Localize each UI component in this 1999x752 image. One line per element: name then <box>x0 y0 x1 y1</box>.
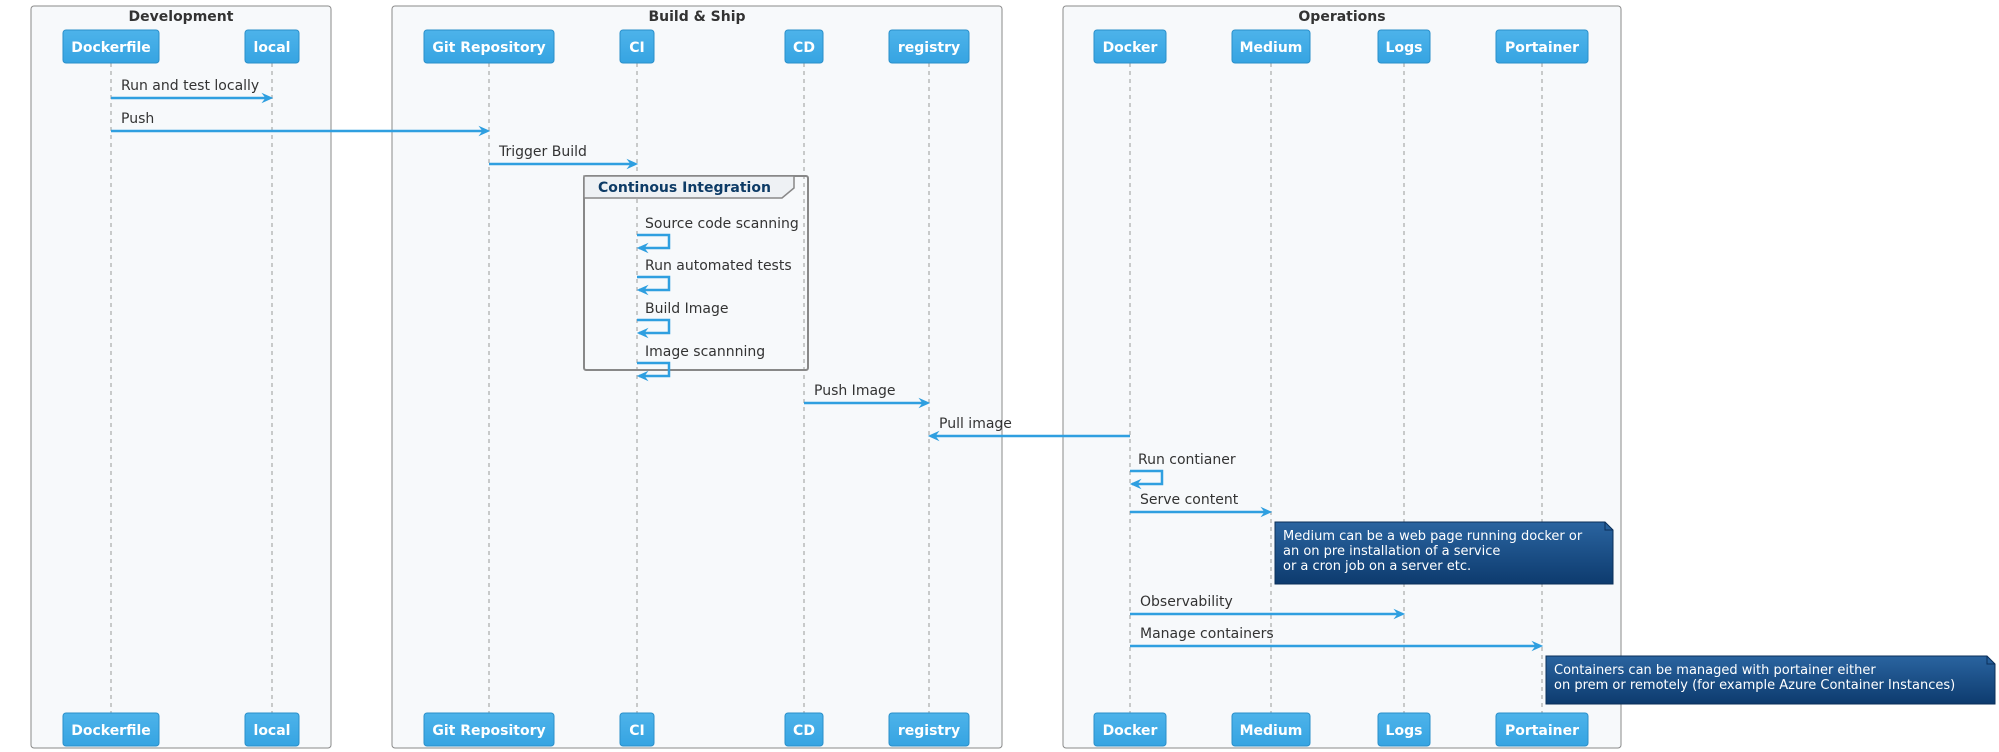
participant-portainer-top[interactable]: Portainer <box>1495 29 1589 64</box>
message-label: Serve content <box>1140 492 1239 508</box>
participant-label: registry <box>898 40 960 56</box>
participant-ci-bottom[interactable]: CI <box>619 712 655 747</box>
participant-label: Dockerfile <box>71 40 151 56</box>
participant-dockerfile-top[interactable]: Dockerfile <box>62 29 160 64</box>
participant-portainer-bottom[interactable]: Portainer <box>1495 712 1589 747</box>
message-9: Run contianer <box>1129 452 1236 490</box>
participant-label: Portainer <box>1505 40 1579 56</box>
note-medium-note: Medium can be a web page running docker … <box>1274 521 1614 585</box>
participant-label: registry <box>898 723 960 739</box>
participant-label: Logs <box>1386 723 1423 739</box>
participant-label: local <box>254 723 291 739</box>
message-5: Build Image <box>636 301 728 339</box>
participant-label: Medium <box>1240 40 1303 56</box>
participant-medium-bottom[interactable]: Medium <box>1231 712 1311 747</box>
participant-label: local <box>254 40 291 56</box>
message-7: Push Image <box>804 383 931 409</box>
participant-label: CI <box>629 723 644 739</box>
note-line: an on pre installation of a service <box>1283 544 1500 559</box>
self-arrow <box>1130 469 1164 486</box>
participant-label: Git Repository <box>432 40 545 56</box>
note-line: or a cron job on a server etc. <box>1283 559 1471 574</box>
participant-docker-top[interactable]: Docker <box>1093 29 1167 64</box>
self-arrow <box>637 275 671 292</box>
note-line: on prem or remotely (for example Azure C… <box>1554 678 1955 693</box>
message-10: Serve content <box>1130 492 1273 518</box>
participant-registry-top[interactable]: registry <box>888 29 970 64</box>
participant-label: Portainer <box>1505 723 1579 739</box>
message-label: Push Image <box>814 383 896 399</box>
note-line: Medium can be a web page running docker … <box>1283 529 1583 544</box>
participant-label: Medium <box>1240 723 1303 739</box>
box-title-ops: Operations <box>1298 9 1385 25</box>
participant-git-top[interactable]: Git Repository <box>423 29 555 64</box>
message-label: Build Image <box>645 301 728 317</box>
participant-cd-top[interactable]: CD <box>784 29 824 64</box>
box-dev: Development <box>30 5 332 749</box>
participant-docker-bottom[interactable]: Docker <box>1093 712 1167 747</box>
participant-label: Dockerfile <box>71 723 151 739</box>
message-label: Run and test locally <box>121 78 259 94</box>
box-build: Build & Ship <box>391 5 1003 749</box>
box-title-build: Build & Ship <box>648 9 745 25</box>
participant-label: CI <box>629 40 644 56</box>
participant-logs-top[interactable]: Logs <box>1377 29 1431 64</box>
box-title-dev: Development <box>129 9 234 25</box>
participant-git-bottom[interactable]: Git Repository <box>423 712 555 747</box>
participant-label: Git Repository <box>432 723 545 739</box>
participant-medium-top[interactable]: Medium <box>1231 29 1311 64</box>
self-arrow <box>637 318 671 335</box>
message-label: Manage containers <box>1140 626 1274 642</box>
message-label: Image scannning <box>645 344 765 360</box>
participant-dockerfile-bottom[interactable]: Dockerfile <box>62 712 160 747</box>
participant-label: CD <box>793 723 815 739</box>
message-2: Trigger Build <box>489 144 639 170</box>
message-6: Image scannning <box>636 344 765 382</box>
note-portainer-note: Containers can be managed with portainer… <box>1545 655 1996 705</box>
participant-local-top[interactable]: local <box>244 29 300 64</box>
group-continuous-integration: Continous Integration <box>583 175 809 371</box>
message-label: Pull image <box>939 416 1012 432</box>
message-8: Pull image <box>927 416 1130 442</box>
message-1: Push <box>111 111 491 137</box>
message-label: Source code scanning <box>645 216 799 232</box>
message-3: Source code scanning <box>636 216 799 254</box>
participant-label: Docker <box>1103 723 1158 739</box>
message-12: Manage containers <box>1130 626 1544 652</box>
participant-registry-bottom[interactable]: registry <box>888 712 970 747</box>
message-11: Observability <box>1130 594 1406 620</box>
message-label: Trigger Build <box>498 144 587 160</box>
participant-cd-bottom[interactable]: CD <box>784 712 824 747</box>
participant-label: Docker <box>1103 40 1158 56</box>
participant-ci-top[interactable]: CI <box>619 29 655 64</box>
self-arrow <box>637 361 671 378</box>
participant-label: Logs <box>1386 40 1423 56</box>
participant-logs-bottom[interactable]: Logs <box>1377 712 1431 747</box>
message-0: Run and test locally <box>111 78 274 104</box>
participant-label: CD <box>793 40 815 56</box>
group-tab <box>583 175 795 199</box>
message-label: Push <box>121 111 154 127</box>
self-arrow <box>637 233 671 250</box>
message-label: Run automated tests <box>645 258 792 274</box>
message-4: Run automated tests <box>636 258 792 296</box>
message-label: Observability <box>1140 594 1233 610</box>
group-label: Continous Integration <box>598 180 771 196</box>
note-line: Containers can be managed with portainer… <box>1554 663 1876 678</box>
participant-local-bottom[interactable]: local <box>244 712 300 747</box>
message-label: Run contianer <box>1138 452 1236 468</box>
